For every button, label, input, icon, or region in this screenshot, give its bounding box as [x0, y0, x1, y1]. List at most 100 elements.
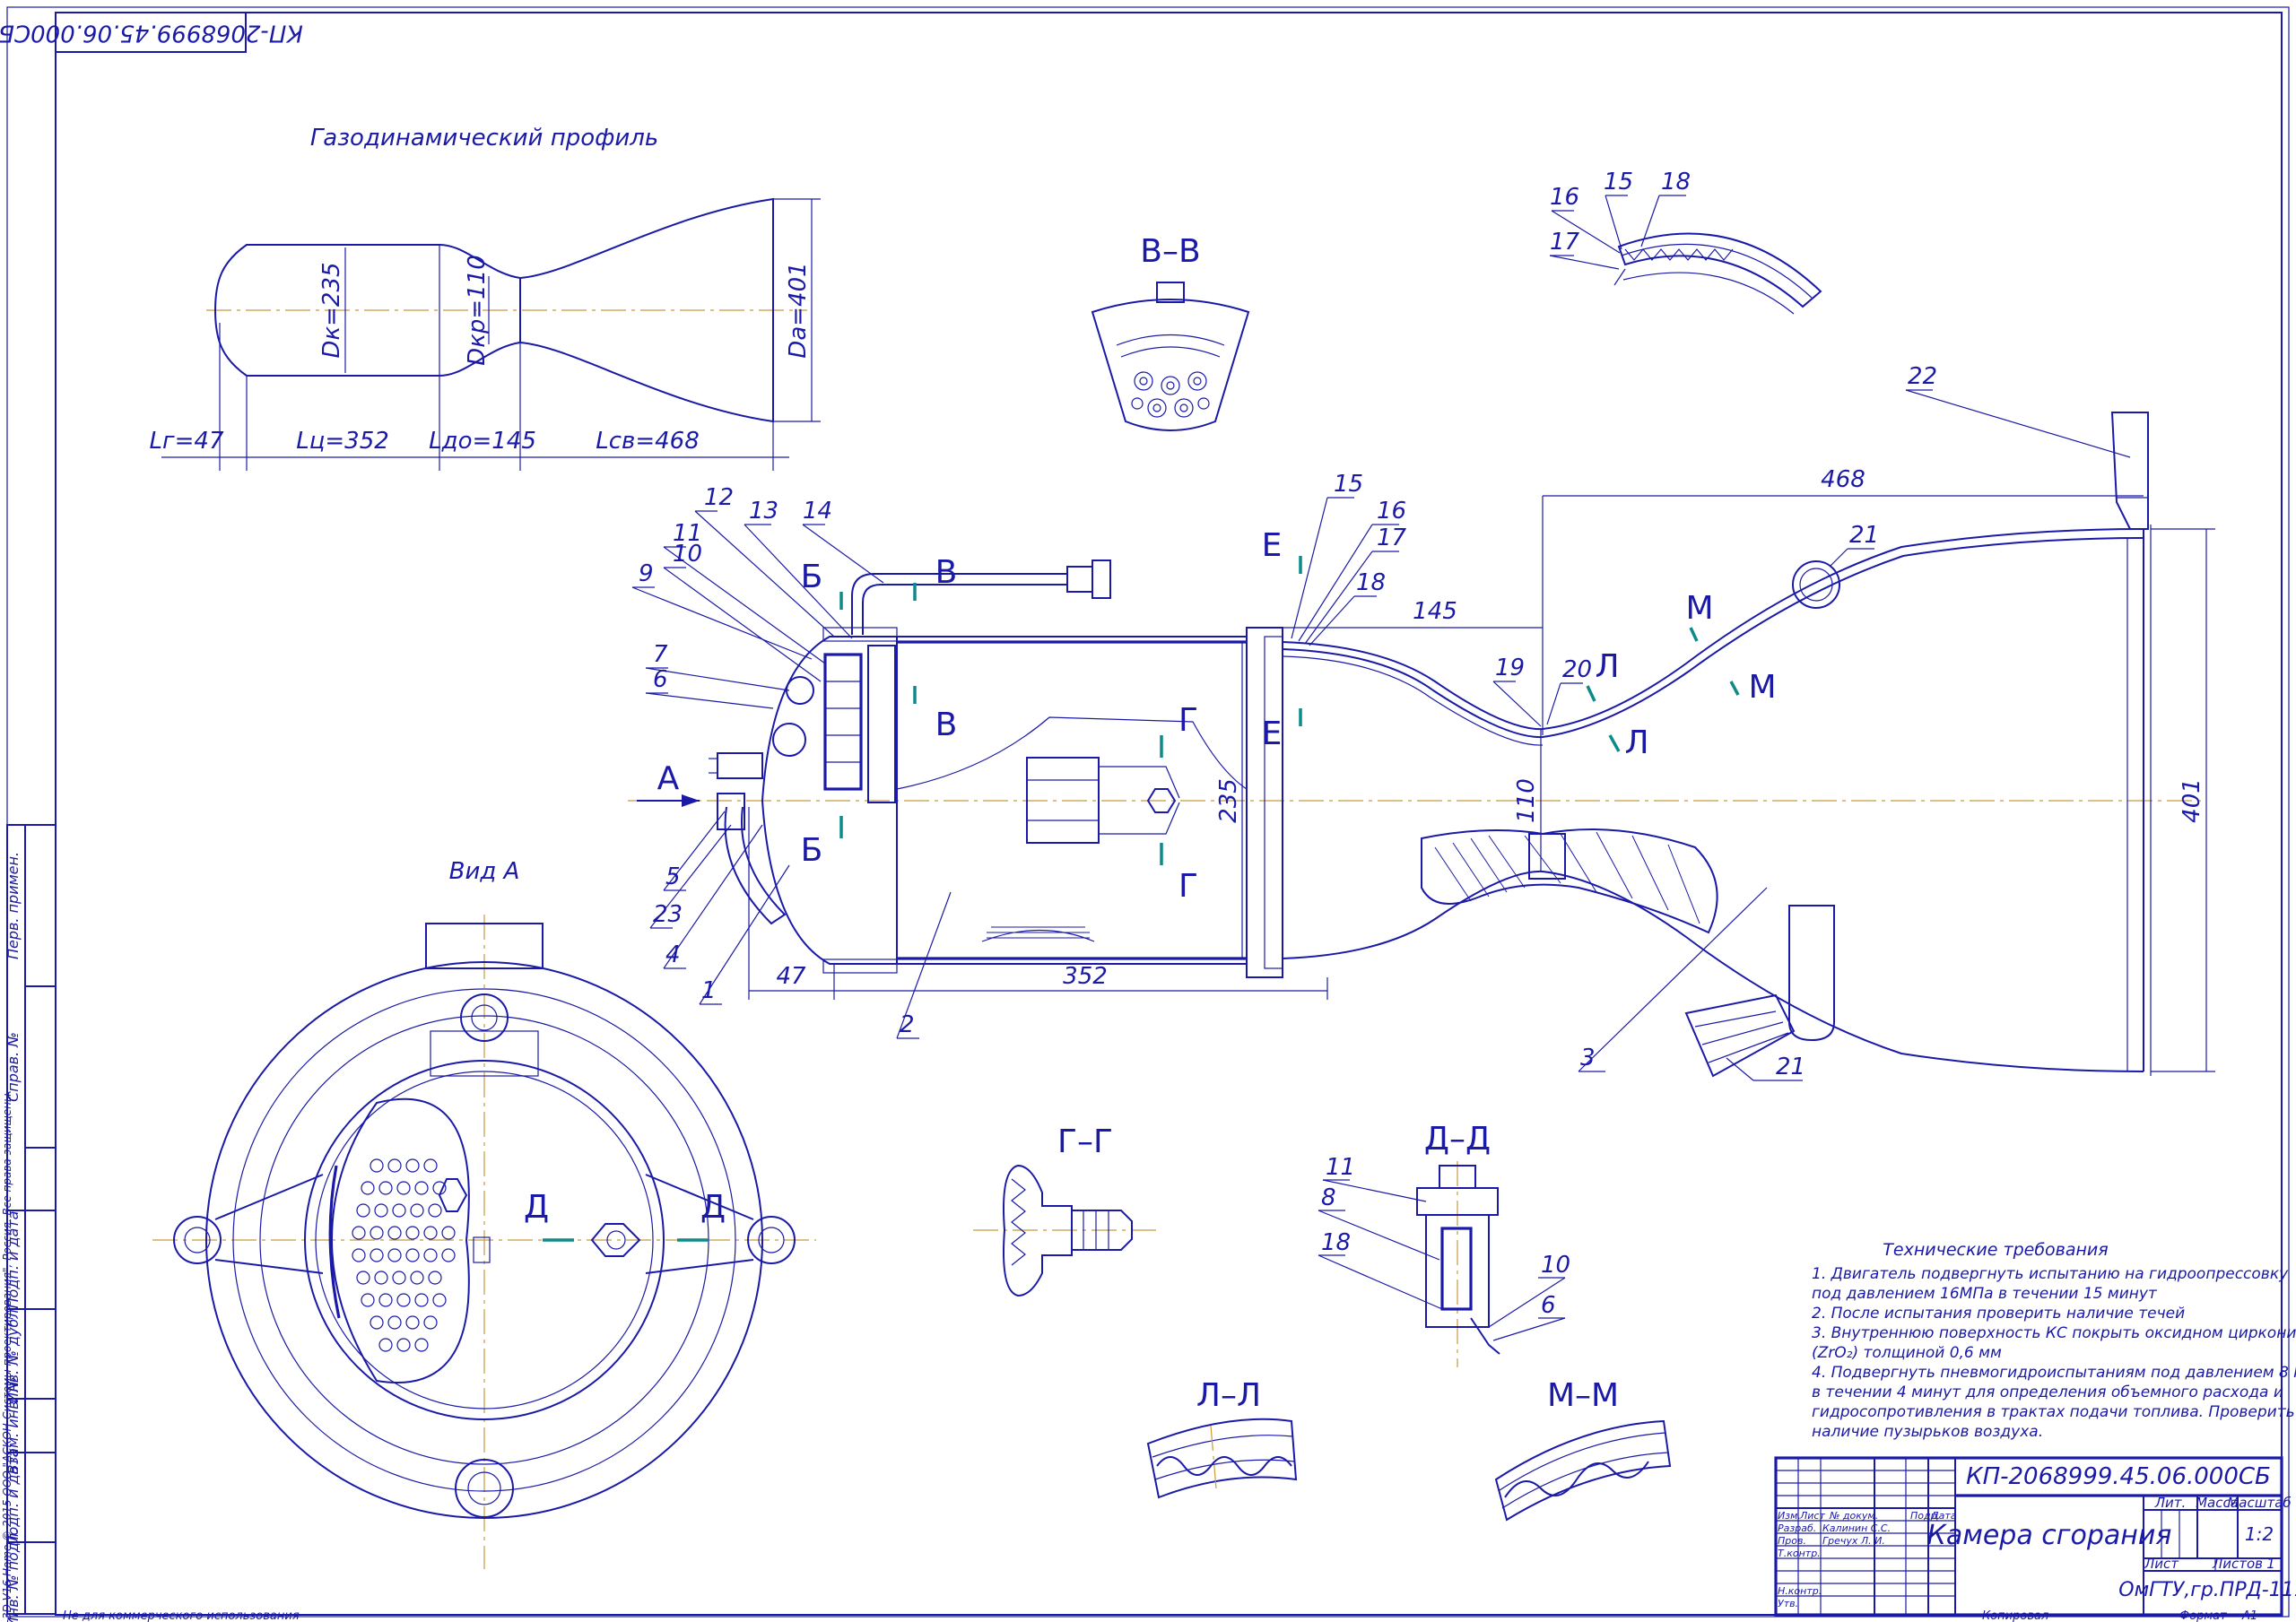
tb-sheets: 1 [2266, 1556, 2275, 1572]
tech-req-line-9: наличие пузырьков воздуха. [1812, 1423, 2043, 1441]
tb-r0-role: Изм. [1778, 1510, 1801, 1522]
margin-sprav: Справ. № [4, 1032, 22, 1102]
tb-org: ОмГТУ,гр.ПРД-111 [2118, 1579, 2296, 1601]
tech-req-line-3: 2. После испытания проверить наличие теч… [1812, 1305, 2185, 1323]
margin-vzam: Взам. инв. № [4, 1377, 22, 1475]
callout-11: 11 [673, 520, 702, 547]
tb-r4-role: Н.контр. [1778, 1585, 1822, 1597]
callout-5: 5 [665, 863, 681, 890]
profile-title: Газодинамический профиль [310, 125, 658, 152]
detail-wall-section [1613, 232, 1822, 315]
dim-235: 235 [1215, 778, 1242, 823]
section-ll: Л–Л [1146, 1377, 1298, 1499]
callout-13: 13 [749, 498, 778, 525]
gasdynamic-profile: Газодинамический профиль Dк=235 Dкр=110 … [149, 125, 821, 471]
bottom-strip: Не для коммерческого использования Копир… [63, 1609, 2257, 1622]
callout-3: 3 [1580, 1045, 1596, 1071]
view-a: Вид А [152, 858, 816, 1569]
detail-callout-18: 18 [1661, 169, 1691, 195]
tb-format: Формат [2179, 1609, 2227, 1622]
callout-12: 12 [704, 484, 734, 511]
dd-callout-11: 11 [1326, 1154, 1355, 1181]
view-a-sec-d-right: Д [700, 1189, 726, 1226]
section-dd-title: Д–Д [1424, 1121, 1491, 1158]
callout-17: 17 [1377, 525, 1407, 551]
dim-47: 47 [776, 963, 806, 990]
tb-h-sheets: Листов [2212, 1556, 2263, 1572]
tech-req-title: Технические требования [1883, 1240, 2108, 1260]
sec-e-top: Е [1262, 527, 1283, 564]
callout-19: 19 [1495, 655, 1525, 681]
tb-h-scale: Масштаб [2227, 1495, 2291, 1511]
callout-9: 9 [639, 560, 654, 587]
callout-1: 1 [701, 977, 717, 1004]
dim-145: 145 [1413, 598, 1457, 625]
section-mm-title: М–М [1547, 1377, 1619, 1414]
callout-4: 4 [665, 941, 681, 968]
profile-lc: Lц=352 [296, 428, 389, 455]
tech-requirements: Технические требования 1. Двигатель подв… [1812, 1240, 2296, 1441]
tb-r2-role: Пров. [1778, 1535, 1806, 1547]
margin-podp-data2: Подп. и дата [4, 1449, 22, 1547]
section-dd: Д–Д 11 8 18 10 6 [1318, 1121, 1570, 1367]
tb-copied: Копировал [1982, 1609, 2048, 1622]
sec-b-bottom: Б [801, 832, 823, 869]
tb-r3-role: Т.контр. [1778, 1548, 1821, 1559]
callout-6: 6 [653, 666, 668, 693]
tb-h-lit: Лит. [2154, 1495, 2187, 1511]
tech-req-line-4: 3. Внутреннюю поверхность КС покрыть окс… [1812, 1324, 2296, 1342]
profile-dkr: Dкр=110 [464, 255, 491, 366]
detail-callout-17: 17 [1550, 229, 1580, 256]
sec-m-top: М [1685, 590, 1713, 627]
section-vv-title: В–В [1140, 233, 1200, 270]
left-margin-strip: Перв. примен. Справ. № Подп. и дата Инв.… [1, 824, 57, 1622]
dim-401: 401 [2179, 778, 2205, 823]
nozzle-cutaway [1421, 828, 1718, 934]
kompas-copyright: КОМПАС-3D V16 Home © 2015 ООО "АСКОН-Сис… [1, 1090, 13, 1622]
dim-110: 110 [1513, 778, 1540, 823]
callout-21-top: 21 [1849, 522, 1879, 549]
inner-frame [55, 12, 2283, 1616]
callouts: 12 13 14 11 10 9 7 6 5 23 4 1 2 [631, 169, 2131, 1081]
margin-podp-data: Подп. и дата [4, 1211, 22, 1309]
tb-name: Камера сгорания [1927, 1520, 2172, 1551]
callout-2: 2 [900, 1011, 915, 1038]
margin-inv-podl: Инв. № подл. [4, 1529, 22, 1622]
section-mm: М–М [1494, 1377, 1672, 1522]
dd-callout-8: 8 [1321, 1184, 1336, 1211]
dd-callout-18: 18 [1321, 1229, 1351, 1256]
view-a-letter: А [657, 760, 680, 797]
injector-hole-pattern [352, 1158, 456, 1352]
callout-14: 14 [803, 498, 832, 525]
sec-e-bottom: Е [1262, 716, 1283, 752]
dim-352: 352 [1063, 963, 1108, 990]
injector-elements [823, 645, 896, 803]
sec-g-bottom: Г [1178, 868, 1198, 905]
profile-lg: Lг=47 [149, 428, 223, 455]
detail-callout-15: 15 [1604, 169, 1633, 195]
tb-r5-role: Утв. [1778, 1598, 1798, 1609]
callout-18: 18 [1356, 569, 1386, 596]
callout-7: 7 [653, 641, 668, 668]
dd-callout-10: 10 [1541, 1252, 1570, 1279]
detail-callout-16: 16 [1550, 184, 1579, 211]
callout-10: 10 [673, 541, 702, 568]
callout-23: 23 [653, 901, 683, 928]
tech-req-line-6: 4. Подвергнуть пневмогидроиспытаниям под… [1812, 1364, 2296, 1382]
rotated-code-text: КП-2068999.45.06.000СБ [0, 20, 303, 47]
tb-r0-c5: Дата [1930, 1510, 1957, 1522]
dd-callout-6: 6 [1541, 1292, 1556, 1319]
tb-r1-name: Калинин С.С. [1822, 1522, 1891, 1534]
main-assembly: 468 145 235 110 401 47 352 А Б Б В В Г Г [628, 412, 2215, 1078]
tech-req-line-5: (ZrO₂) толщиной 0,6 мм [1812, 1344, 2002, 1362]
dim-468: 468 [1821, 466, 1866, 493]
tech-req-line-2: под давлением 16МПа в течении 15 минут [1812, 1285, 2158, 1303]
callout-22: 22 [1908, 363, 1937, 390]
tb-r2-name: Гречух Л. И. [1822, 1535, 1885, 1547]
view-a-sec-d-left: Д [524, 1189, 549, 1226]
profile-lsv: Lсв=468 [596, 428, 700, 455]
margin-inv-dubl: Инв. № дубл. [4, 1305, 22, 1402]
chamber-bottom-cutout [981, 926, 1095, 942]
profile-dk: Dк=235 [318, 262, 345, 358]
callout-15: 15 [1334, 471, 1363, 498]
